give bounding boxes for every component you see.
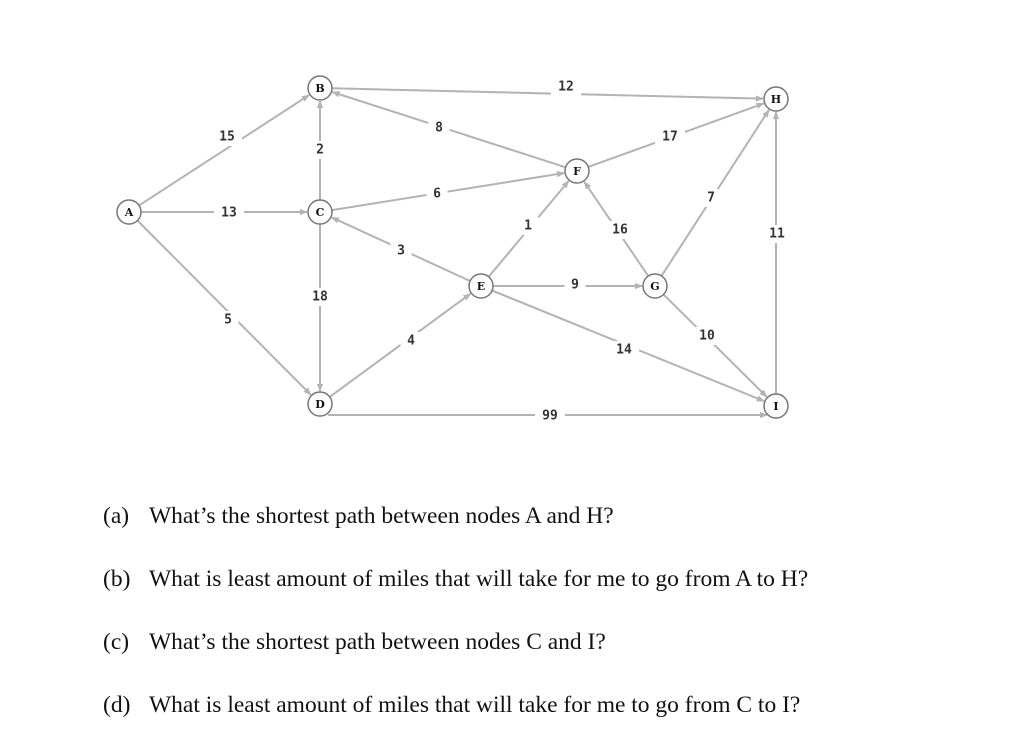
question-letter: (a) — [103, 503, 130, 529]
node-circle — [763, 86, 789, 112]
question-a: (a) What’s the shortest path between node… — [103, 497, 1003, 560]
edge-g-to-i — [662, 293, 768, 398]
question-text: What’s the shortest path between nodes C… — [149, 629, 606, 655]
edge-label-background — [309, 141, 331, 159]
edge-label-background — [609, 341, 639, 359]
edge-weight-label: 1 — [524, 219, 532, 234]
edge-label-background — [390, 242, 412, 260]
node-label: C — [316, 206, 325, 219]
edge-label-background — [217, 311, 239, 329]
node-circle — [116, 199, 142, 225]
node-circle — [307, 75, 333, 101]
node-a: A — [116, 199, 142, 225]
edge-weight-label: 3 — [397, 244, 405, 259]
edge-label-background — [212, 128, 242, 146]
question-list: (a) What’s the shortest path between node… — [103, 497, 1003, 749]
node-circle — [642, 273, 668, 299]
question-letter: (b) — [103, 566, 131, 592]
edge-label-background — [605, 221, 635, 239]
node-f: F — [564, 158, 590, 184]
edge-label-background — [700, 189, 722, 207]
node-b: B — [307, 75, 333, 101]
edge-weight-label: 99 — [542, 409, 558, 424]
edge-weight-label: 5 — [224, 313, 232, 328]
node-label: D — [315, 398, 325, 411]
edge-weight-label: 11 — [769, 227, 785, 242]
edge-weight-label: 14 — [616, 343, 632, 358]
node-label: E — [477, 280, 485, 293]
node-circle — [307, 391, 333, 417]
edge-label-background — [551, 78, 581, 96]
edge-weight-label: 8 — [435, 121, 443, 136]
node-label: F — [573, 165, 581, 178]
node-label: B — [315, 82, 324, 95]
node-circle — [307, 199, 333, 225]
edge-label-background — [426, 185, 448, 203]
edge-label-background — [692, 327, 722, 345]
question-d: (d) What is least amount of miles that wi… — [103, 686, 1003, 749]
edge-b-to-h — [331, 87, 764, 102]
edge-label-background — [428, 119, 450, 137]
edge-weight-label: 6 — [433, 187, 441, 202]
edge-weight-label: 7 — [707, 191, 715, 206]
node-label: H — [771, 93, 781, 106]
edge-weight-label: 9 — [571, 278, 579, 293]
edge-weight-label: 15 — [219, 130, 235, 145]
edge-weight-label: 13 — [221, 206, 237, 221]
edge-d-to-e — [329, 292, 472, 398]
node-label: I — [773, 400, 778, 413]
question-letter: (d) — [103, 692, 131, 718]
node-label: A — [124, 206, 134, 219]
edge-labels-layer: 15 13 5 2 12 8 6 3 18 4 1 17 16 9 7 11 10 14 99 — [212, 78, 792, 425]
edge-label-background — [214, 204, 244, 222]
node-d: D — [307, 391, 333, 417]
edge-label-background — [400, 332, 422, 350]
directed-graph-diagram: 15 13 5 2 12 8 6 3 18 4 1 17 16 9 7 11 10 14 99 A B C D E F G H I — [116, 75, 792, 425]
edge-label-background — [655, 128, 685, 146]
edge-weight-label: 17 — [662, 130, 678, 145]
node-i: I — [763, 393, 789, 419]
edge-weight-label: 16 — [612, 223, 628, 238]
node-e: E — [468, 273, 494, 299]
edge-weight-label: 10 — [699, 329, 715, 344]
edge-a-to-b — [138, 94, 310, 207]
node-h: H — [763, 86, 789, 112]
node-circle — [564, 158, 590, 184]
question-letter: (c) — [103, 629, 130, 655]
edge-c-to-f — [331, 171, 565, 212]
node-c: C — [307, 199, 333, 225]
edge-weight-label: 12 — [558, 80, 574, 95]
node-circle — [468, 273, 494, 299]
edge-weight-label: 4 — [407, 334, 415, 349]
edge-label-background — [762, 225, 792, 243]
edge-a-to-d — [136, 219, 312, 396]
question-b: (b) What is least amount of miles that wi… — [103, 560, 1003, 623]
question-c: (c) What’s the shortest path between node… — [103, 623, 1003, 686]
node-g: G — [642, 273, 668, 299]
edge-label-background — [535, 407, 565, 425]
question-text: What is least amount of miles that will … — [149, 692, 801, 718]
node-circle — [763, 393, 789, 419]
question-text: What is least amount of miles that will … — [149, 566, 809, 592]
edge-label-background — [517, 217, 539, 235]
node-label: G — [650, 280, 659, 293]
edge-label-background — [564, 276, 586, 294]
edge-weight-label: 18 — [312, 290, 328, 305]
edge-weight-label: 2 — [316, 143, 324, 158]
edge-label-background — [305, 288, 335, 306]
nodes-layer: A B C D E F G H I — [116, 75, 789, 419]
question-text: What’s the shortest path between nodes A… — [149, 503, 614, 529]
